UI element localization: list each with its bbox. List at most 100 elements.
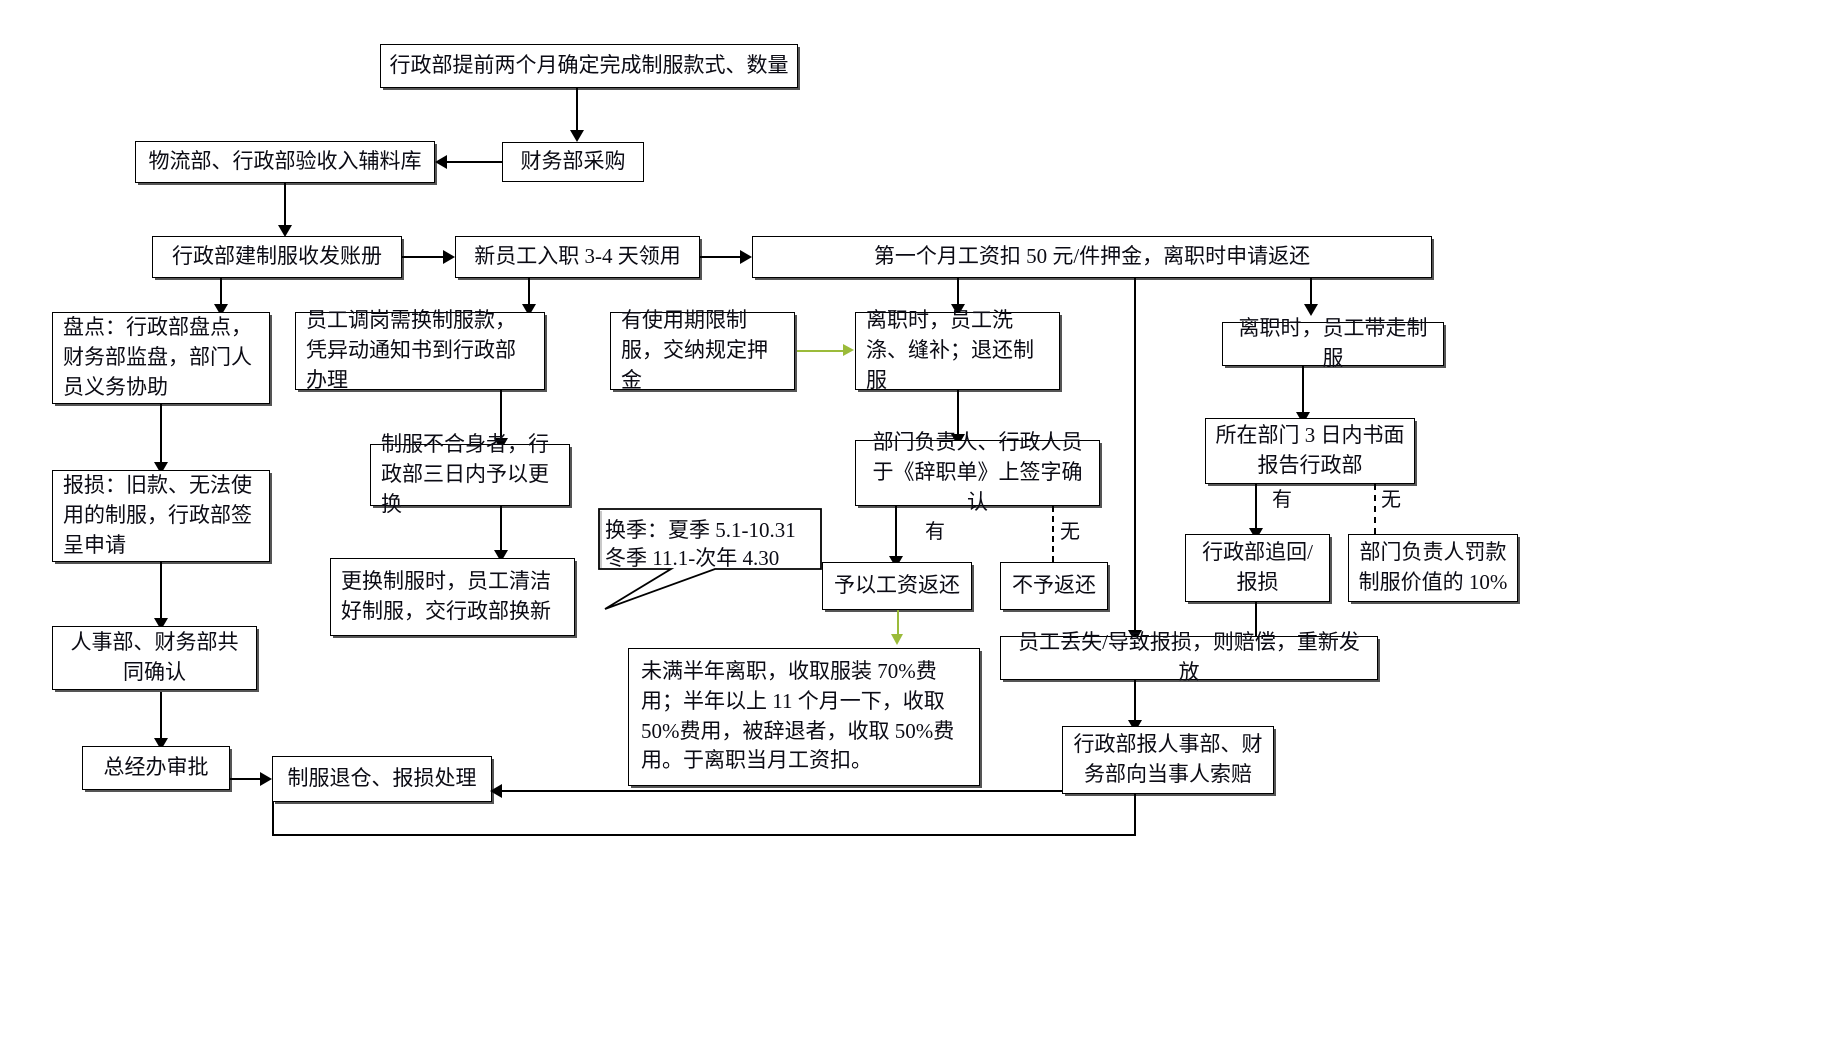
node-label: 予以工资返还 (834, 573, 960, 598)
node-no-refund[interactable]: 不予返还 (1000, 562, 1108, 610)
edge-n14-n17 (895, 506, 898, 560)
node-label: 行政部追回/报损 (1202, 540, 1313, 594)
edge-n6-n22 (1134, 278, 1137, 634)
node-resignation-form-sign[interactable]: 部门负责人、行政人员于《辞职单》上签字确认 (855, 430, 1100, 514)
node-admin-report-claim[interactable]: 行政部报人事部、财务部向当事人索赔 (1062, 726, 1274, 794)
node-label: 制服退仓、报损处理 (287, 766, 477, 791)
node-label: 总经办审批 (103, 755, 209, 780)
node-resign-wash-return[interactable]: 离职时，员工洗涤、缝补；退还制服 (855, 308, 1060, 392)
edge-n7-n12 (160, 404, 163, 466)
edge-n2-n3 (447, 161, 503, 164)
edge-bottom-loop-right (1134, 794, 1137, 836)
node-label: 行政部提前两个月确定完成制服款式、数量 (389, 53, 789, 78)
node-label: 离职时，员工洗涤、缝补；退还制服 (866, 308, 1034, 392)
edge-label-you-2: 有 (1272, 489, 1292, 511)
node-manager-penalty[interactable]: 部门负责人罚款制服价值的 10% (1348, 534, 1518, 602)
node-label: 新员工入职 3-4 天领用 (474, 244, 681, 269)
node-label: 财务部采购 (520, 149, 626, 174)
node-gm-office-approval[interactable]: 总经办审批 (82, 746, 230, 790)
edge-n15-n20 (1374, 484, 1376, 534)
edge-n15-n19 (1255, 484, 1258, 532)
node-label: 报损：旧款、无法使用的制服，行政部签呈申请 (63, 473, 252, 557)
node-clean-before-exchange[interactable]: 更换制服时，员工清洁好制服，交行政部换新 (330, 558, 575, 636)
edge-bottom-loop-left (272, 802, 275, 836)
node-finance-purchase[interactable]: 财务部采购 (502, 142, 644, 182)
node-new-employee-issue[interactable]: 新员工入职 3-4 天领用 (455, 236, 700, 278)
arrowhead-down (278, 225, 292, 237)
node-label: 部门负责人罚款制服价值的 10% (1358, 540, 1508, 594)
edge-n4-n5 (402, 256, 444, 259)
node-ill-fitting-replace[interactable]: 制服不合身者，行政部三日内予以更换 (370, 432, 570, 516)
callout-shape (598, 508, 822, 610)
edge-n3-n4 (284, 183, 287, 229)
node-label: 所在部门 3 日内书面报告行政部 (1215, 423, 1405, 477)
edge-n6-n11 (1310, 278, 1313, 308)
edge-n21-n24 (160, 690, 163, 742)
node-label: 未满半年离职，收取服装 70%费用；半年以上 11 个月一下，收取 50%费用，… (641, 659, 955, 773)
edge-n4-n7 (220, 278, 223, 308)
edge-n19-n22 (1255, 602, 1258, 636)
node-limited-term-uniform[interactable]: 有使用期限制服，交纳规定押金 (610, 308, 795, 392)
edge-n22-n26 (1134, 680, 1137, 724)
node-refund-via-salary[interactable]: 予以工资返还 (822, 562, 972, 610)
edge-label-wu-2: 无 (1381, 489, 1401, 511)
edge-n6-n10 (957, 278, 960, 308)
arrowhead-left (490, 784, 502, 798)
edge-n24-n25 (230, 778, 262, 781)
node-admin-recover-or-scrap[interactable]: 行政部追回/报损 (1185, 534, 1330, 602)
edge-n1-n2 (576, 88, 579, 134)
node-label: 第一个月工资扣 50 元/件押金，离职时申请返还 (873, 244, 1311, 269)
node-label: 有使用期限制服，交纳规定押金 (621, 308, 768, 392)
callout-line-2: 冬季 11.1-次年 4.30 (605, 546, 780, 570)
arrowhead-left (435, 155, 447, 169)
node-label: 更换制服时，员工清洁好制服，交行政部换新 (341, 569, 551, 623)
node-resign-fee-rules[interactable]: 未满半年离职，收取服装 70%费用；半年以上 11 个月一下，收取 50%费用，… (628, 648, 980, 786)
arrowhead-right (443, 250, 455, 264)
edge-n17-n23-green (897, 610, 899, 638)
node-label: 员工丢失/导致报损，则赔偿，重新发放 (1018, 630, 1360, 684)
node-first-month-deposit[interactable]: 第一个月工资扣 50 元/件押金，离职时申请返还 (752, 236, 1432, 278)
edge-n11-n15 (1302, 366, 1305, 416)
node-label: 离职时，员工带走制服 (1238, 316, 1428, 370)
arrowhead-down (1304, 304, 1318, 316)
arrowhead-right (260, 772, 272, 786)
arrowhead-right-green (843, 344, 854, 356)
edge-n26-n25 (500, 790, 1062, 793)
edge-n9-n10-green (797, 350, 844, 352)
node-admin-ledger[interactable]: 行政部建制服收发账册 (152, 236, 402, 278)
edge-n8-n13 (500, 390, 503, 442)
node-label: 行政部建制服收发账册 (172, 244, 382, 269)
node-admin-define-uniform[interactable]: 行政部提前两个月确定完成制服款式、数量 (380, 44, 798, 88)
node-inventory-count[interactable]: 盘点：行政部盘点，财务部监盘，部门人员义务协助 (52, 312, 270, 404)
node-resign-take-uniform[interactable]: 离职时，员工带走制服 (1222, 316, 1444, 370)
arrowhead-down (570, 130, 584, 142)
edge-label-you-1: 有 (925, 521, 945, 543)
arrowhead-down-green (891, 634, 903, 645)
callout-line-1: 换季：夏季 5.1-10.31 (605, 518, 796, 542)
node-loss-compensate-reissue[interactable]: 员工丢失/导致报损，则赔偿，重新发放 (1000, 630, 1378, 684)
node-label: 人事部、财务部共同确认 (70, 630, 239, 684)
arrowhead-right (740, 250, 752, 264)
node-label: 制服不合身者，行政部三日内予以更换 (381, 432, 549, 516)
node-scrap-report[interactable]: 报损：旧款、无法使用的制服，行政部签呈申请 (52, 470, 270, 562)
edge-n13-n16 (500, 506, 503, 554)
node-label: 部门负责人、行政人员于《辞职单》上签字确认 (872, 430, 1083, 514)
node-uniform-return-scrap[interactable]: 制服退仓、报损处理 (272, 756, 492, 802)
node-logistics-admin-receive[interactable]: 物流部、行政部验收入辅料库 (135, 141, 435, 183)
node-label: 员工调岗需换制服款，凭异动通知书到行政部办理 (306, 308, 516, 392)
node-label: 物流部、行政部验收入辅料库 (148, 149, 422, 174)
edge-n10-n14 (957, 390, 960, 438)
node-label: 盘点：行政部盘点，财务部监盘，部门人员义务协助 (63, 315, 252, 399)
node-hr-finance-confirm[interactable]: 人事部、财务部共同确认 (52, 626, 257, 690)
node-label: 行政部报人事部、财务部向当事人索赔 (1073, 732, 1263, 786)
node-transfer-change-uniform[interactable]: 员工调岗需换制服款，凭异动通知书到行政部办理 (295, 308, 545, 392)
node-label: 不予返还 (1012, 573, 1096, 598)
edge-n5-n8 (528, 278, 531, 308)
edge-n14-n18 (1052, 506, 1054, 562)
node-department-written-report[interactable]: 所在部门 3 日内书面报告行政部 (1205, 418, 1415, 484)
edge-n12-n21 (160, 562, 163, 622)
edge-bottom-loop-horizontal (272, 834, 1136, 837)
edge-label-wu-1: 无 (1060, 521, 1080, 543)
edge-n5-n6 (700, 256, 741, 259)
